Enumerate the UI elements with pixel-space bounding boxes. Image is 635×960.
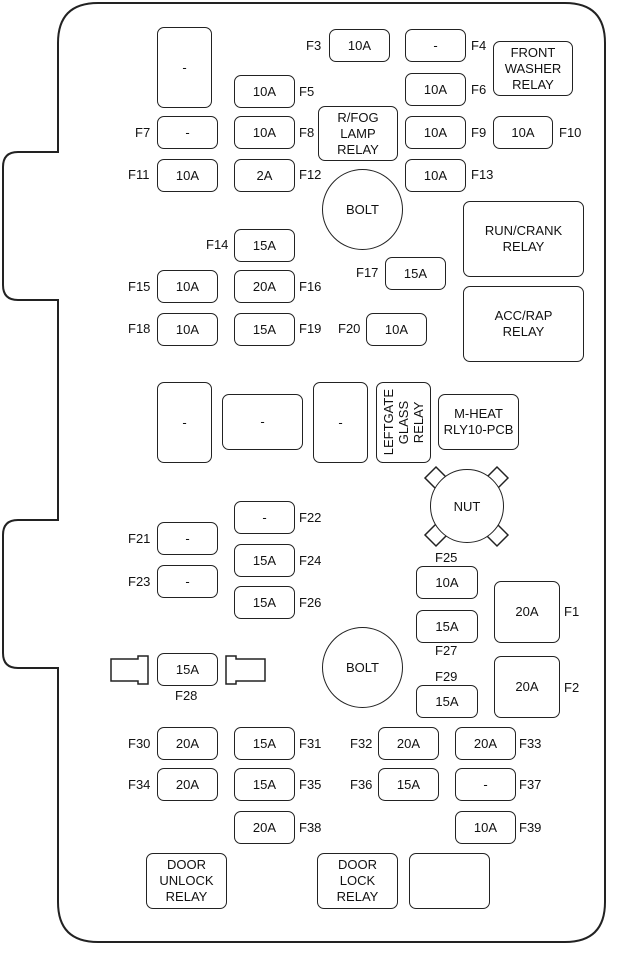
- fuse-f9[interactable]: 10A: [405, 116, 466, 149]
- fuse-f16[interactable]: 20A: [234, 270, 295, 303]
- fuse-f34[interactable]: 20A: [157, 768, 218, 801]
- fuse-label-f9: F9: [471, 125, 487, 140]
- fuse-f13[interactable]: 10A: [405, 159, 466, 192]
- fuse-f35[interactable]: 15A: [234, 768, 295, 801]
- fuse-f1[interactable]: 20A: [494, 581, 560, 643]
- fuse-f22[interactable]: -: [234, 501, 295, 534]
- empty-slot-bottom: [409, 853, 490, 909]
- relay-m-heat[interactable]: M-HEAT RLY10-PCB: [438, 394, 519, 450]
- fuse-f6[interactable]: 10A: [405, 73, 466, 106]
- fuse-f4[interactable]: -: [405, 29, 466, 62]
- fuse-f17[interactable]: 15A: [385, 257, 446, 290]
- fuse-f12[interactable]: 2A: [234, 159, 295, 192]
- fuse-label-f39: F39: [519, 820, 542, 835]
- fuse-label-f27: F27: [435, 643, 458, 658]
- blank-slot-top-left: -: [157, 27, 212, 108]
- fuse-label-f22: F22: [299, 510, 322, 525]
- fuse-f37[interactable]: -: [455, 768, 516, 801]
- relay-acc-rap[interactable]: ACC/RAP RELAY: [463, 286, 584, 362]
- fuse-f38[interactable]: 20A: [234, 811, 295, 844]
- bolt-bottom: BOLT: [322, 627, 403, 708]
- fuse-f31[interactable]: 15A: [234, 727, 295, 760]
- fuse-f26[interactable]: 15A: [234, 586, 295, 619]
- fuse-f18[interactable]: 10A: [157, 313, 218, 346]
- fuse-label-f1: F1: [564, 604, 580, 619]
- relay-run-crank[interactable]: RUN/CRANK RELAY: [463, 201, 584, 277]
- bolt-top: BOLT: [322, 169, 403, 250]
- fuse-f39[interactable]: 10A: [455, 811, 516, 844]
- fuse-label-f37: F37: [519, 777, 542, 792]
- fuse-f21[interactable]: -: [157, 522, 218, 555]
- fuse-label-f7: F7: [135, 125, 151, 140]
- fuse-f24[interactable]: 15A: [234, 544, 295, 577]
- fuse-label-f15: F15: [128, 279, 151, 294]
- fuse-label-f8: F8: [299, 125, 315, 140]
- fuse-f10[interactable]: 10A: [493, 116, 553, 149]
- fuse-f25[interactable]: 10A: [416, 566, 478, 599]
- fuse-label-f19: F19: [299, 321, 322, 336]
- fuse-label-f32: F32: [350, 736, 373, 751]
- fuse-label-f38: F38: [299, 820, 322, 835]
- fuse-label-f35: F35: [299, 777, 322, 792]
- fuse-f11[interactable]: 10A: [157, 159, 218, 192]
- fuse-label-f33: F33: [519, 736, 542, 751]
- fuse-f15[interactable]: 10A: [157, 270, 218, 303]
- fuse-f5[interactable]: 10A: [234, 75, 295, 108]
- relay-door-unlock[interactable]: DOOR UNLOCK RELAY: [146, 853, 227, 909]
- fuse-label-f21: F21: [128, 531, 151, 546]
- fuse-f29[interactable]: 15A: [416, 685, 478, 718]
- fuse-label-f25: F25: [435, 550, 458, 565]
- fuse-label-f30: F30: [128, 736, 151, 751]
- fuse-f32[interactable]: 20A: [378, 727, 439, 760]
- relay-rfog-lamp[interactable]: R/FOG LAMP RELAY: [318, 106, 398, 161]
- fuse-f8[interactable]: 10A: [234, 116, 295, 149]
- fuse-label-f36: F36: [350, 777, 373, 792]
- fuse-f28[interactable]: 15A: [157, 653, 218, 686]
- fuse-label-f29: F29: [435, 669, 458, 684]
- relay-leftgate-glass[interactable]: LEFTGATE GLASS RELAY: [376, 382, 431, 463]
- fuse-label-f5: F5: [299, 84, 315, 99]
- fuse-label-f11: F11: [128, 167, 150, 182]
- fuse-label-f26: F26: [299, 595, 322, 610]
- fuse-f2[interactable]: 20A: [494, 656, 560, 718]
- fuse-label-f17: F17: [356, 265, 379, 280]
- fuse-f33[interactable]: 20A: [455, 727, 516, 760]
- blank-slot-mid-2: -: [222, 394, 303, 450]
- fuse-label-f18: F18: [128, 321, 151, 336]
- fuse-f20[interactable]: 10A: [366, 313, 427, 346]
- fuse-label-f10: F10: [559, 125, 582, 140]
- fuse-label-f14: F14: [206, 237, 229, 252]
- relay-leftgate-glass-label: LEFTGATE GLASS RELAY: [381, 389, 426, 456]
- fuse-label-f16: F16: [299, 279, 322, 294]
- fuse-f23[interactable]: -: [157, 565, 218, 598]
- fuse-f36[interactable]: 15A: [378, 768, 439, 801]
- nut: NUT: [430, 469, 504, 543]
- fuse-f19[interactable]: 15A: [234, 313, 295, 346]
- fuse-label-f2: F2: [564, 680, 580, 695]
- fuse-label-f4: F4: [471, 38, 487, 53]
- fuse-label-f23: F23: [128, 574, 151, 589]
- fuse-label-f20: F20: [338, 321, 361, 336]
- f28-clips: [110, 655, 266, 685]
- blank-slot-mid-1: -: [157, 382, 212, 463]
- fuse-f14[interactable]: 15A: [234, 229, 295, 262]
- fuse-f27[interactable]: 15A: [416, 610, 478, 643]
- fuse-label-f3: F3: [306, 38, 322, 53]
- fuse-label-f12: F12: [299, 167, 322, 182]
- blank-slot-mid-3: -: [313, 382, 368, 463]
- fuse-f7[interactable]: -: [157, 116, 218, 149]
- fuse-f3[interactable]: 10A: [329, 29, 390, 62]
- fuse-label-f6: F6: [471, 82, 487, 97]
- fuse-label-f34: F34: [128, 777, 151, 792]
- fuse-label-f31: F31: [299, 736, 322, 751]
- fuse-f30[interactable]: 20A: [157, 727, 218, 760]
- fuse-label-f24: F24: [299, 553, 322, 568]
- relay-door-lock[interactable]: DOOR LOCK RELAY: [317, 853, 398, 909]
- relay-front-washer[interactable]: FRONT WASHER RELAY: [493, 41, 573, 96]
- fuse-label-f13: F13: [471, 167, 494, 182]
- fuse-label-f28: F28: [175, 688, 198, 703]
